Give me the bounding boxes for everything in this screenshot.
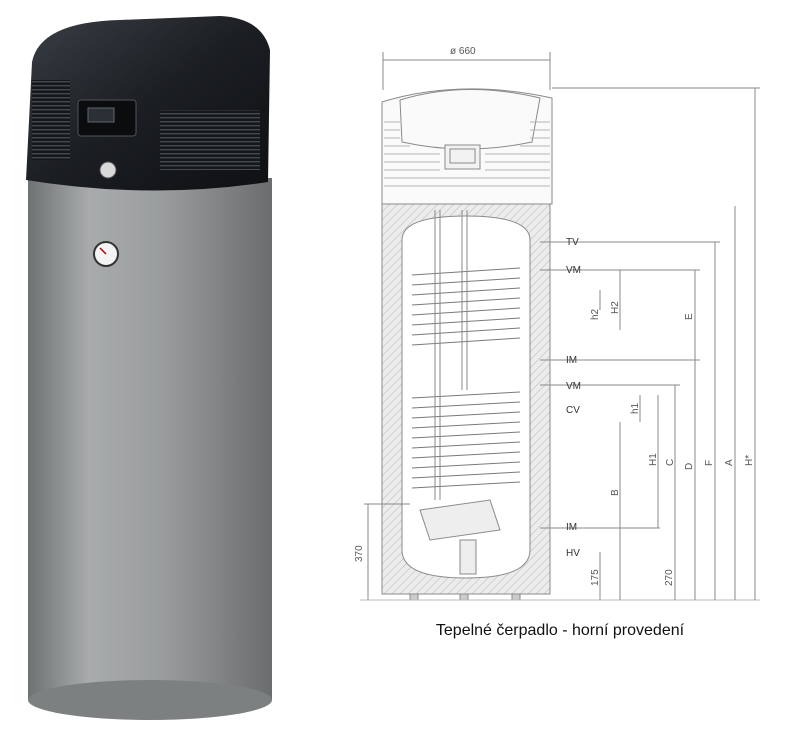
figure-caption: Tepelné čerpadlo - horní provedení <box>435 622 685 639</box>
dim-label-h2: h2 <box>590 308 601 320</box>
conn-label-5: IM <box>566 522 577 533</box>
dim-label-F: F <box>704 460 715 466</box>
conn-label-3: VM <box>566 381 581 392</box>
vent-grille-right <box>160 110 260 170</box>
dim-label-h1: h1 <box>630 402 641 414</box>
conn-label-6: HV <box>566 548 580 559</box>
dim-label-C: C <box>665 459 676 466</box>
technical-drawing: ø 660 TV VM IM VM CV IM HV E D F A H* H2… <box>354 46 760 601</box>
dim-label-E: E <box>684 313 695 320</box>
conn-label-4: CV <box>566 405 580 416</box>
dim-label-270: 270 <box>664 569 675 586</box>
brand-badge <box>99 161 117 179</box>
dim-label-D: D <box>684 463 695 470</box>
dim-label-A: A <box>724 459 735 466</box>
dim-label-Hstar: H* <box>744 455 755 466</box>
inner-vessel <box>401 215 531 579</box>
diameter-label: ø 660 <box>450 46 476 57</box>
dim-label-H2: H2 <box>610 301 621 314</box>
dim-label-B: B <box>610 489 621 496</box>
lower-coil <box>411 391 521 489</box>
vent-grille-left <box>32 80 70 160</box>
display-screen <box>87 107 115 123</box>
tank-body <box>28 178 272 720</box>
dim-label-H1: H1 <box>648 453 659 466</box>
dim-label-175: 175 <box>590 569 601 586</box>
conn-label-0: TV <box>566 237 579 248</box>
conn-label-2: IM <box>566 355 577 366</box>
heat-pump-photo <box>26 16 272 720</box>
conn-label-1: VM <box>566 265 581 276</box>
upper-coil <box>411 267 521 346</box>
dim-label-370: 370 <box>354 545 365 562</box>
